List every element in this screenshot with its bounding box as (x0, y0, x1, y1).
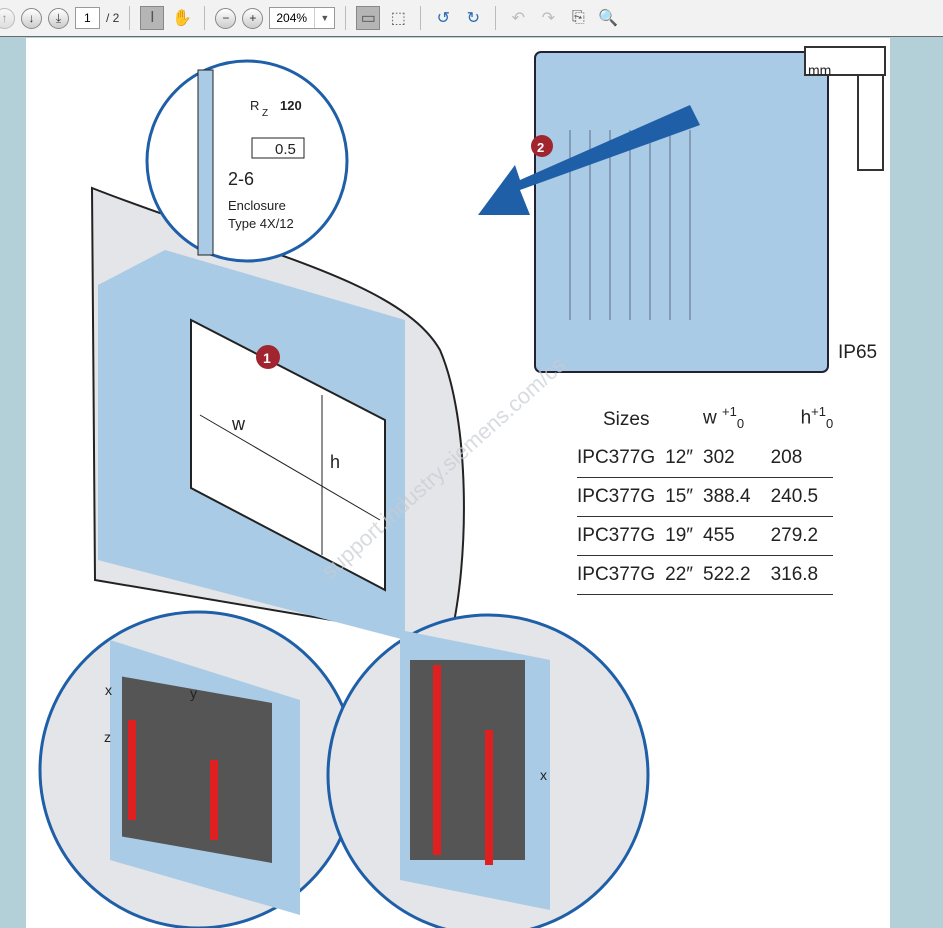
cell-w: 302 (693, 439, 751, 479)
cell-h: 208 (750, 439, 834, 479)
tolerance-zero: 0 (825, 416, 834, 432)
header-w: w +10 (693, 396, 751, 439)
svg-text:y: y (190, 685, 197, 701)
tolerance-plus: +1 (722, 404, 737, 419)
rotate-ccw-icon[interactable]: ↺ (436, 10, 451, 27)
panel-pc-rear (534, 51, 829, 373)
detail-magnifier (145, 59, 349, 263)
cell-size: 15″ (655, 477, 694, 518)
zoom-out-icon[interactable]: − (215, 7, 237, 29)
divider (495, 6, 497, 30)
rotate-cw-icon[interactable]: ↻ (466, 10, 481, 27)
callout-1 (256, 345, 280, 369)
undo-icon[interactable]: ↶ (511, 10, 526, 27)
cell-model: IPC377G (577, 516, 656, 557)
redo-icon[interactable]: ↷ (541, 10, 556, 27)
svg-text:x: x (105, 682, 112, 698)
zoom-value: 204% (276, 11, 308, 25)
header-sizes: Sizes (603, 409, 650, 431)
fit-page-icon[interactable]: ⬚ (390, 10, 406, 27)
svg-text:2-6: 2-6 (228, 169, 254, 189)
cell-w: 522.2 (693, 555, 751, 596)
svg-text:1: 1 (263, 350, 271, 366)
cutout-opening (190, 318, 386, 592)
zoom-in-icon[interactable]: + (242, 7, 264, 29)
caliper-icon (804, 46, 886, 76)
svg-text:120: 120 (280, 98, 302, 113)
page-number-input[interactable]: 1 (75, 7, 100, 29)
select-tool-icon[interactable]: I (140, 6, 165, 30)
cell-size: 19″ (655, 516, 694, 557)
cell-model: IPC377G (577, 439, 656, 479)
table-header: Sizes w +10 h+10 (577, 396, 833, 439)
w-label: w (231, 414, 246, 434)
copy-icon[interactable]: ⎘ (571, 9, 585, 26)
svg-text:R: R (250, 98, 259, 113)
ip-rating: IP65 (838, 342, 878, 363)
svg-text:mm: mm (808, 62, 831, 78)
cell-size: 22″ (655, 555, 694, 596)
document-pane-left (0, 38, 26, 928)
page-total: / 2 (106, 11, 120, 25)
divider (129, 6, 131, 30)
w-label: w (703, 407, 717, 429)
tolerance-plus: +1 (811, 404, 826, 419)
chevron-down-icon[interactable]: ▼ (314, 8, 334, 28)
header-h: h+10 (751, 396, 834, 439)
cell-h: 316.8 (750, 555, 834, 596)
tolerance-zero: 0 (736, 416, 745, 432)
install-direction-arrow (478, 105, 700, 215)
svg-text:Type 4X/12: Type 4X/12 (228, 216, 294, 231)
last-page-icon[interactable]: ⤓ (48, 7, 69, 29)
pdf-toolbar: ↑ ↓ ⤓ 1 / 2 I ✋ − + 204%▼ ▭ ⬚ ↺ ↻ ↶ ↷ ⎘ … (0, 0, 943, 37)
svg-text:Enclosure: Enclosure (228, 198, 286, 213)
cell-model: IPC377G (577, 555, 656, 596)
cell-h: 279.2 (750, 516, 834, 557)
cell-w: 388.4 (693, 477, 751, 518)
search-icon[interactable]: 🔍 (598, 10, 619, 27)
cell-size: 12″ (655, 439, 694, 479)
callout-2 (531, 135, 553, 157)
h-label: h (800, 407, 812, 429)
prev-page-icon[interactable]: ↑ (0, 7, 15, 29)
divider (204, 6, 206, 30)
hand-tool-icon[interactable]: ✋ (172, 10, 193, 27)
divider (420, 6, 422, 30)
fit-width-icon[interactable]: ▭ (356, 6, 381, 30)
svg-text:0.5: 0.5 (275, 141, 296, 158)
divider (345, 6, 347, 30)
svg-text:x: x (540, 767, 547, 783)
h-label: h (330, 452, 340, 472)
svg-text:2: 2 (537, 140, 544, 155)
next-page-icon[interactable]: ↓ (21, 7, 42, 29)
zoom-select[interactable]: 204% ▼ (269, 7, 336, 29)
svg-text:z: z (104, 729, 111, 745)
cell-model: IPC377G (577, 477, 656, 518)
cell-w: 455 (693, 516, 751, 557)
svg-text:Z: Z (262, 108, 268, 119)
cell-h: 240.5 (750, 477, 834, 518)
